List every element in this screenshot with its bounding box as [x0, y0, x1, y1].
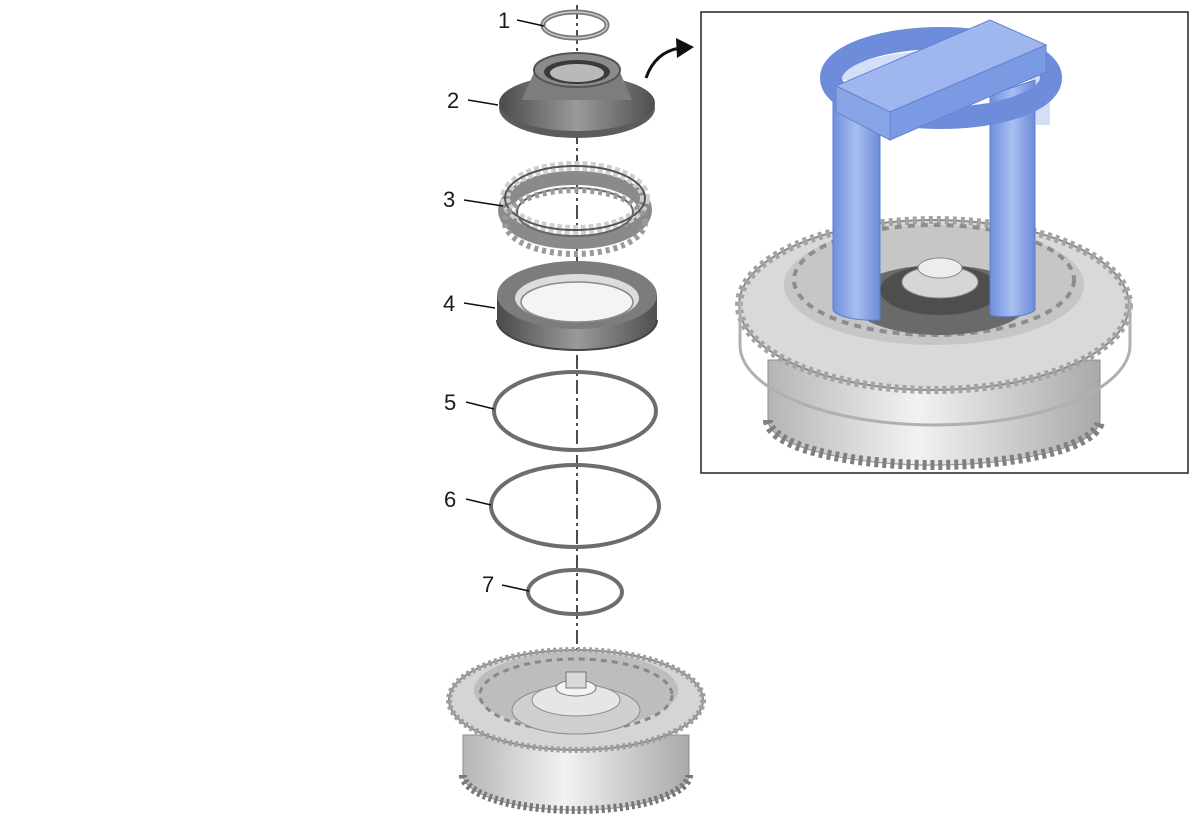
callout-labels: 1 2 3 4 5 6 7	[443, 8, 510, 597]
curved-arrow-icon	[644, 38, 694, 79]
detail-inset	[700, 11, 1189, 474]
part-3-return-spring-pack	[498, 161, 652, 257]
callout-2: 2	[447, 88, 459, 113]
part-2-piston-housing	[499, 52, 655, 138]
part-4-clutch-piston	[496, 261, 658, 351]
leader-lines	[463, 19, 545, 592]
detail-clutch-drum	[735, 216, 1133, 470]
part-6-seal-ring-large	[489, 463, 661, 549]
callout-5: 5	[444, 390, 456, 415]
part-7-seal-ring-inner	[526, 568, 624, 616]
callout-1: 1	[498, 8, 510, 33]
part-1-snap-ring	[540, 9, 610, 41]
part-5-seal-ring	[492, 370, 658, 452]
callout-3: 3	[443, 187, 455, 212]
callout-4: 4	[443, 291, 455, 316]
callout-6: 6	[444, 487, 456, 512]
callout-7: 7	[482, 572, 494, 597]
detail-special-tool	[820, 19, 1062, 321]
clutch-drum-assembly	[446, 647, 706, 814]
